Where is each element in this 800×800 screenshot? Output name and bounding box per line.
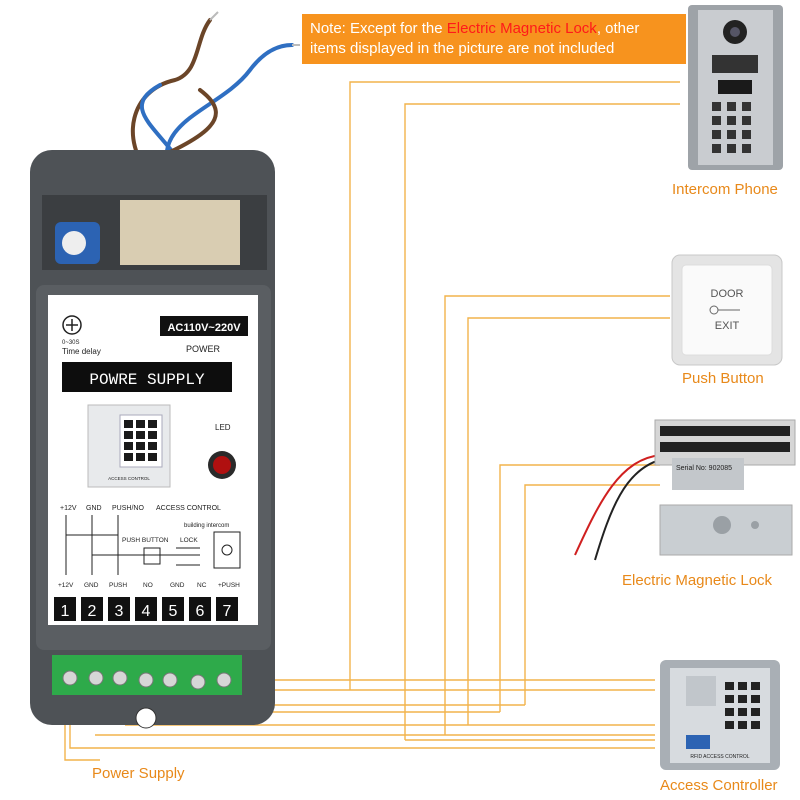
controller-caption: RFID ACCESS CONTROL — [690, 754, 749, 760]
power-supply-unit: 0~30S Time delay AC110V~220V POWER POWRE… — [30, 150, 275, 729]
magnetic-lock-image: Serial No: 902085 — [574, 419, 796, 561]
label-push-button: PUSH BUTTON — [122, 537, 169, 544]
label-12v-bottom: +12V — [58, 582, 74, 589]
keypad-caption: ACCESS CONTROL — [108, 476, 150, 481]
label-lock: LOCK — [180, 537, 198, 544]
label-nc-bottom: NC — [197, 582, 207, 589]
label-push-bottom: PUSH — [109, 582, 127, 589]
note-highlight: Electric Magnetic Lock — [446, 20, 597, 37]
push-button-label: Push Button — [682, 370, 764, 387]
power-supply-label: Power Supply — [92, 765, 185, 782]
voltage-label: AC110V~220V — [167, 322, 241, 334]
power-label: POWER — [186, 344, 221, 354]
label-access-control: ACCESS CONTROL — [156, 505, 221, 512]
door-text: DOOR — [711, 288, 744, 300]
exit-text: EXIT — [715, 320, 740, 332]
label-gnd-top: GND — [86, 505, 102, 512]
electric-magnetic-lock-label: Electric Magnetic Lock — [622, 572, 773, 589]
terminal-3: 3 — [115, 603, 124, 620]
intercom-phone-image — [688, 5, 783, 170]
lock-serial: Serial No: 902085 — [676, 465, 732, 472]
terminal-6: 6 — [196, 603, 205, 620]
note-prefix: Note: Except for the — [310, 20, 447, 37]
note-banner: Note: Except for the Electric Magnetic L… — [302, 14, 686, 64]
psu-title: POWRE SUPPLY — [89, 371, 205, 389]
delay-range-label: 0~30S — [62, 340, 80, 346]
label-gnd-bottom: GND — [84, 582, 99, 589]
led-label: LED — [215, 423, 231, 432]
terminal-1: 1 — [61, 603, 70, 620]
label-12v-top: +12V — [60, 505, 77, 512]
access-controller-label: Access Controller — [660, 777, 778, 794]
push-button-image: DOOR EXIT — [671, 254, 783, 366]
label-plus-push-bottom: +PUSH — [218, 582, 240, 589]
intercom-phone-label: Intercom Phone — [672, 181, 778, 198]
terminal-4: 4 — [142, 603, 151, 620]
access-controller-image: RFID ACCESS CONTROL — [660, 660, 780, 770]
terminal-2: 2 — [88, 603, 97, 620]
terminal-5: 5 — [169, 603, 178, 620]
terminal-7: 7 — [223, 603, 232, 620]
label-building-intercom: building intercom — [184, 523, 229, 529]
label-gnd2-bottom: GND — [170, 582, 185, 589]
label-push-no-top: PUSH/NO — [112, 505, 144, 512]
note-suffix: , other items displayed in the picture a… — [310, 20, 640, 57]
time-delay-label: Time delay — [62, 347, 101, 356]
label-no-bottom: NO — [143, 582, 153, 589]
